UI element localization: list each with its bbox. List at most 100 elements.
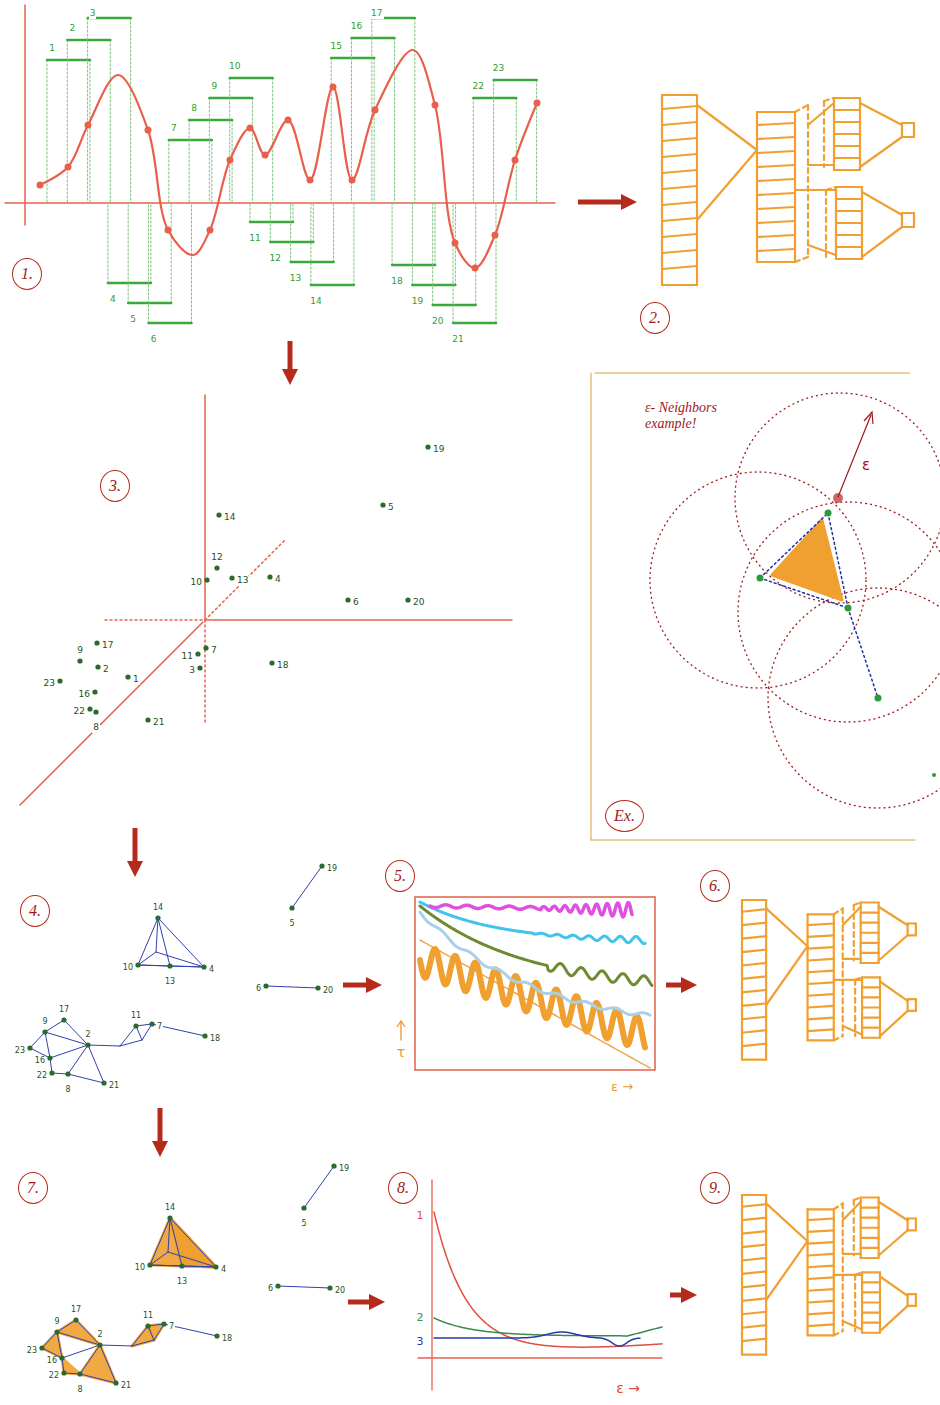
guide-line <box>168 140 169 203</box>
data-point <box>331 1163 336 1168</box>
data-point <box>213 1264 218 1269</box>
data-point <box>380 502 385 507</box>
label-holder: 2 <box>84 1023 91 1041</box>
sketch-line <box>742 1030 766 1033</box>
data-point <box>145 1323 150 1328</box>
sketch-line <box>757 207 795 209</box>
sketch-line <box>808 913 834 915</box>
graph-edge <box>154 1324 164 1340</box>
sketch-line <box>854 1198 861 1201</box>
callout-number: 21 <box>120 1382 132 1391</box>
delay-bar <box>453 322 496 325</box>
axis-line <box>204 395 206 620</box>
callout-number: 11 <box>142 1312 154 1321</box>
signal-curve <box>40 50 537 268</box>
callout-number: 5 <box>300 1220 307 1229</box>
sketch-line <box>742 1245 766 1248</box>
callout-number: 3 <box>89 9 97 19</box>
sketch-line <box>662 202 697 205</box>
callout-number: 23 <box>43 679 56 689</box>
label-holder: 10 <box>228 55 241 73</box>
guide-line <box>331 58 332 203</box>
data-point <box>405 597 410 602</box>
guide-line <box>453 203 454 323</box>
axis-line <box>204 620 206 725</box>
sketch-line <box>915 1219 917 1231</box>
callout-number: 3 <box>416 1336 425 1348</box>
sketch-line <box>808 1334 834 1336</box>
sketch-line <box>901 123 903 137</box>
callout-number: 10 <box>228 62 241 72</box>
sketch-line <box>879 935 908 960</box>
graph-edge <box>292 866 322 908</box>
guide-line <box>272 78 273 203</box>
delay-bar <box>230 77 273 80</box>
sketch-line <box>862 1016 880 1018</box>
delay-bar <box>494 79 537 82</box>
sketch-line <box>834 1203 843 1209</box>
label-holder: 18 <box>390 270 403 288</box>
sketch-line <box>757 221 795 223</box>
sample-dot <box>512 157 519 164</box>
callout-number: 19 <box>326 865 338 874</box>
label-holder: 1 <box>48 37 56 55</box>
callout-number: 18 <box>390 277 403 287</box>
graph-edge <box>50 1045 88 1058</box>
label-holder: 5 <box>300 1212 307 1230</box>
graph-edge <box>88 1045 120 1046</box>
sketch-line <box>808 959 834 961</box>
panel-border <box>595 373 910 374</box>
axis-line <box>20 622 203 805</box>
graph-edge <box>152 1024 205 1036</box>
callout-number: 14 <box>164 1204 176 1213</box>
sketch-curve <box>420 902 645 944</box>
data-point <box>275 1283 280 1288</box>
sketch-line <box>913 123 915 137</box>
guide-line <box>333 203 334 262</box>
guide-line <box>412 203 413 285</box>
sketch-line <box>662 138 697 141</box>
sketch-line <box>742 1058 766 1060</box>
callout-number: 9. <box>700 1172 730 1204</box>
label-holder: 6 <box>150 328 158 346</box>
label-holder: 14 <box>164 1196 176 1214</box>
sketch-line <box>836 222 862 224</box>
sketch-line <box>880 1306 908 1331</box>
callout-number: 19 <box>432 445 445 455</box>
panel: 1. <box>0 0 575 338</box>
sample-dot <box>247 125 254 132</box>
graph-edge <box>68 1045 88 1074</box>
callout-number: 8 <box>76 1386 83 1395</box>
graph-edge <box>156 918 158 952</box>
sketch-line <box>766 1203 807 1241</box>
data-point <box>39 1345 44 1350</box>
callout-number: 21 <box>152 718 165 728</box>
sketch-line <box>843 1202 861 1220</box>
sketch-line <box>836 210 862 212</box>
sketch-line <box>757 151 795 153</box>
callout-number: 20 <box>322 987 334 996</box>
callout-number: 9 <box>41 1018 48 1027</box>
callout-number: 4 <box>274 575 282 585</box>
delay-bar <box>209 97 252 100</box>
sketch-line <box>808 924 834 926</box>
sketch-line <box>662 154 697 157</box>
data-point <box>61 1370 66 1375</box>
label-holder: 2 <box>102 658 110 676</box>
sketch-line <box>742 1285 766 1288</box>
callout-number: 10 <box>134 1264 146 1273</box>
sketch-line <box>908 922 916 924</box>
label-holder: 21 <box>108 1074 120 1092</box>
sketch-line <box>808 1301 834 1303</box>
sketch-line <box>808 1254 834 1256</box>
data-point <box>125 674 130 679</box>
label-holder: 21 <box>120 1374 132 1392</box>
callout-number: 2 <box>84 1031 91 1040</box>
label-holder: 13 <box>289 267 302 285</box>
data-point <box>77 1371 82 1376</box>
callout-number: 7. <box>18 1172 48 1204</box>
sketch-line <box>861 911 879 913</box>
flow-arrow <box>158 1108 163 1149</box>
guide-line <box>148 203 149 323</box>
delay-bar <box>331 57 374 60</box>
